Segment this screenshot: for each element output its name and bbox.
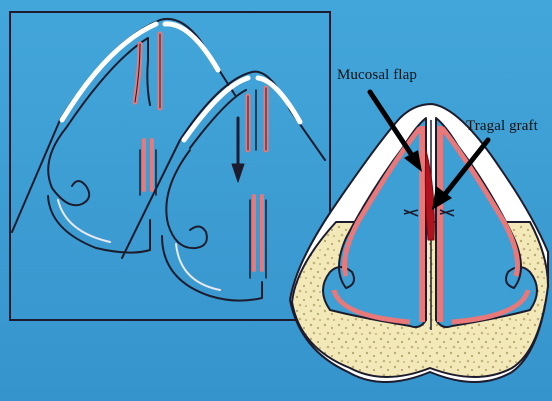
- tragal-graft-label: Tragal graft: [466, 118, 538, 135]
- mucosal-flap-label: Mucosal flap: [337, 67, 417, 84]
